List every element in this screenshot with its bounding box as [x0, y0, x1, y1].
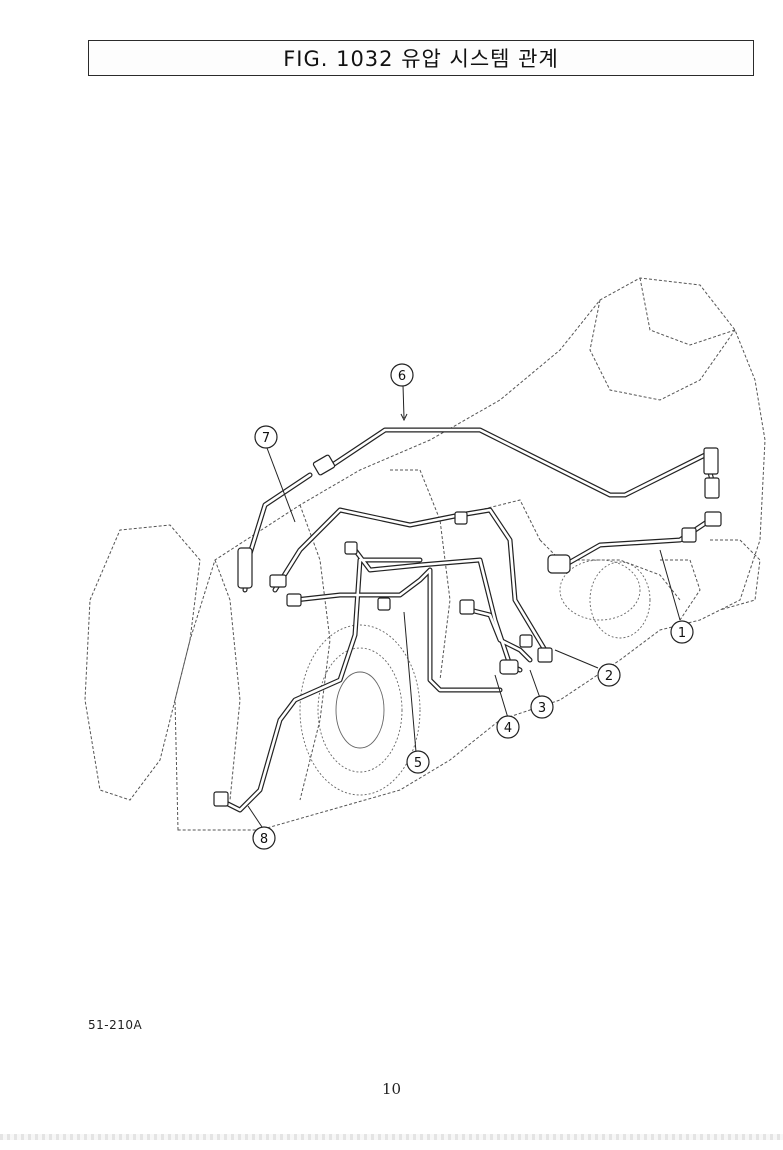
- page-number: 10: [381, 1080, 402, 1098]
- callout-3-label: 3: [538, 701, 546, 716]
- callout-1-label: 1: [678, 626, 686, 641]
- callout-4-label: 4: [504, 721, 512, 736]
- callout-3: 3: [530, 695, 554, 719]
- callout-5: 5: [406, 750, 430, 774]
- gear-housing-detail: [299, 559, 651, 796]
- scan-edge-artifact: [0, 1134, 783, 1140]
- transmission-housing: [84, 277, 766, 831]
- figure-title: FIG. 1032 유압 시스템 관계: [283, 47, 559, 71]
- pipe-7: [242, 472, 313, 593]
- callout-6: 6: [390, 363, 414, 387]
- callout-8: 8: [252, 826, 276, 850]
- leader-lines: [247, 384, 681, 828]
- callout-1: 1: [670, 620, 694, 644]
- pipe-fittings: [213, 447, 722, 807]
- callout-2: 2: [597, 663, 621, 687]
- callout-6-label: 6: [398, 369, 406, 384]
- figure-title-box: FIG. 1032 유압 시스템 관계: [88, 40, 754, 76]
- callout-5-label: 5: [414, 756, 422, 771]
- pipe-6: [322, 427, 715, 498]
- callout-7: 7: [254, 425, 278, 449]
- callout-7-label: 7: [262, 431, 270, 446]
- drawing-code: 51-210A: [88, 1018, 143, 1032]
- callout-4: 4: [496, 715, 520, 739]
- callout-8-label: 8: [260, 832, 268, 847]
- hydraulic-pipes-inner: [218, 428, 714, 812]
- callout-2-label: 2: [605, 669, 613, 684]
